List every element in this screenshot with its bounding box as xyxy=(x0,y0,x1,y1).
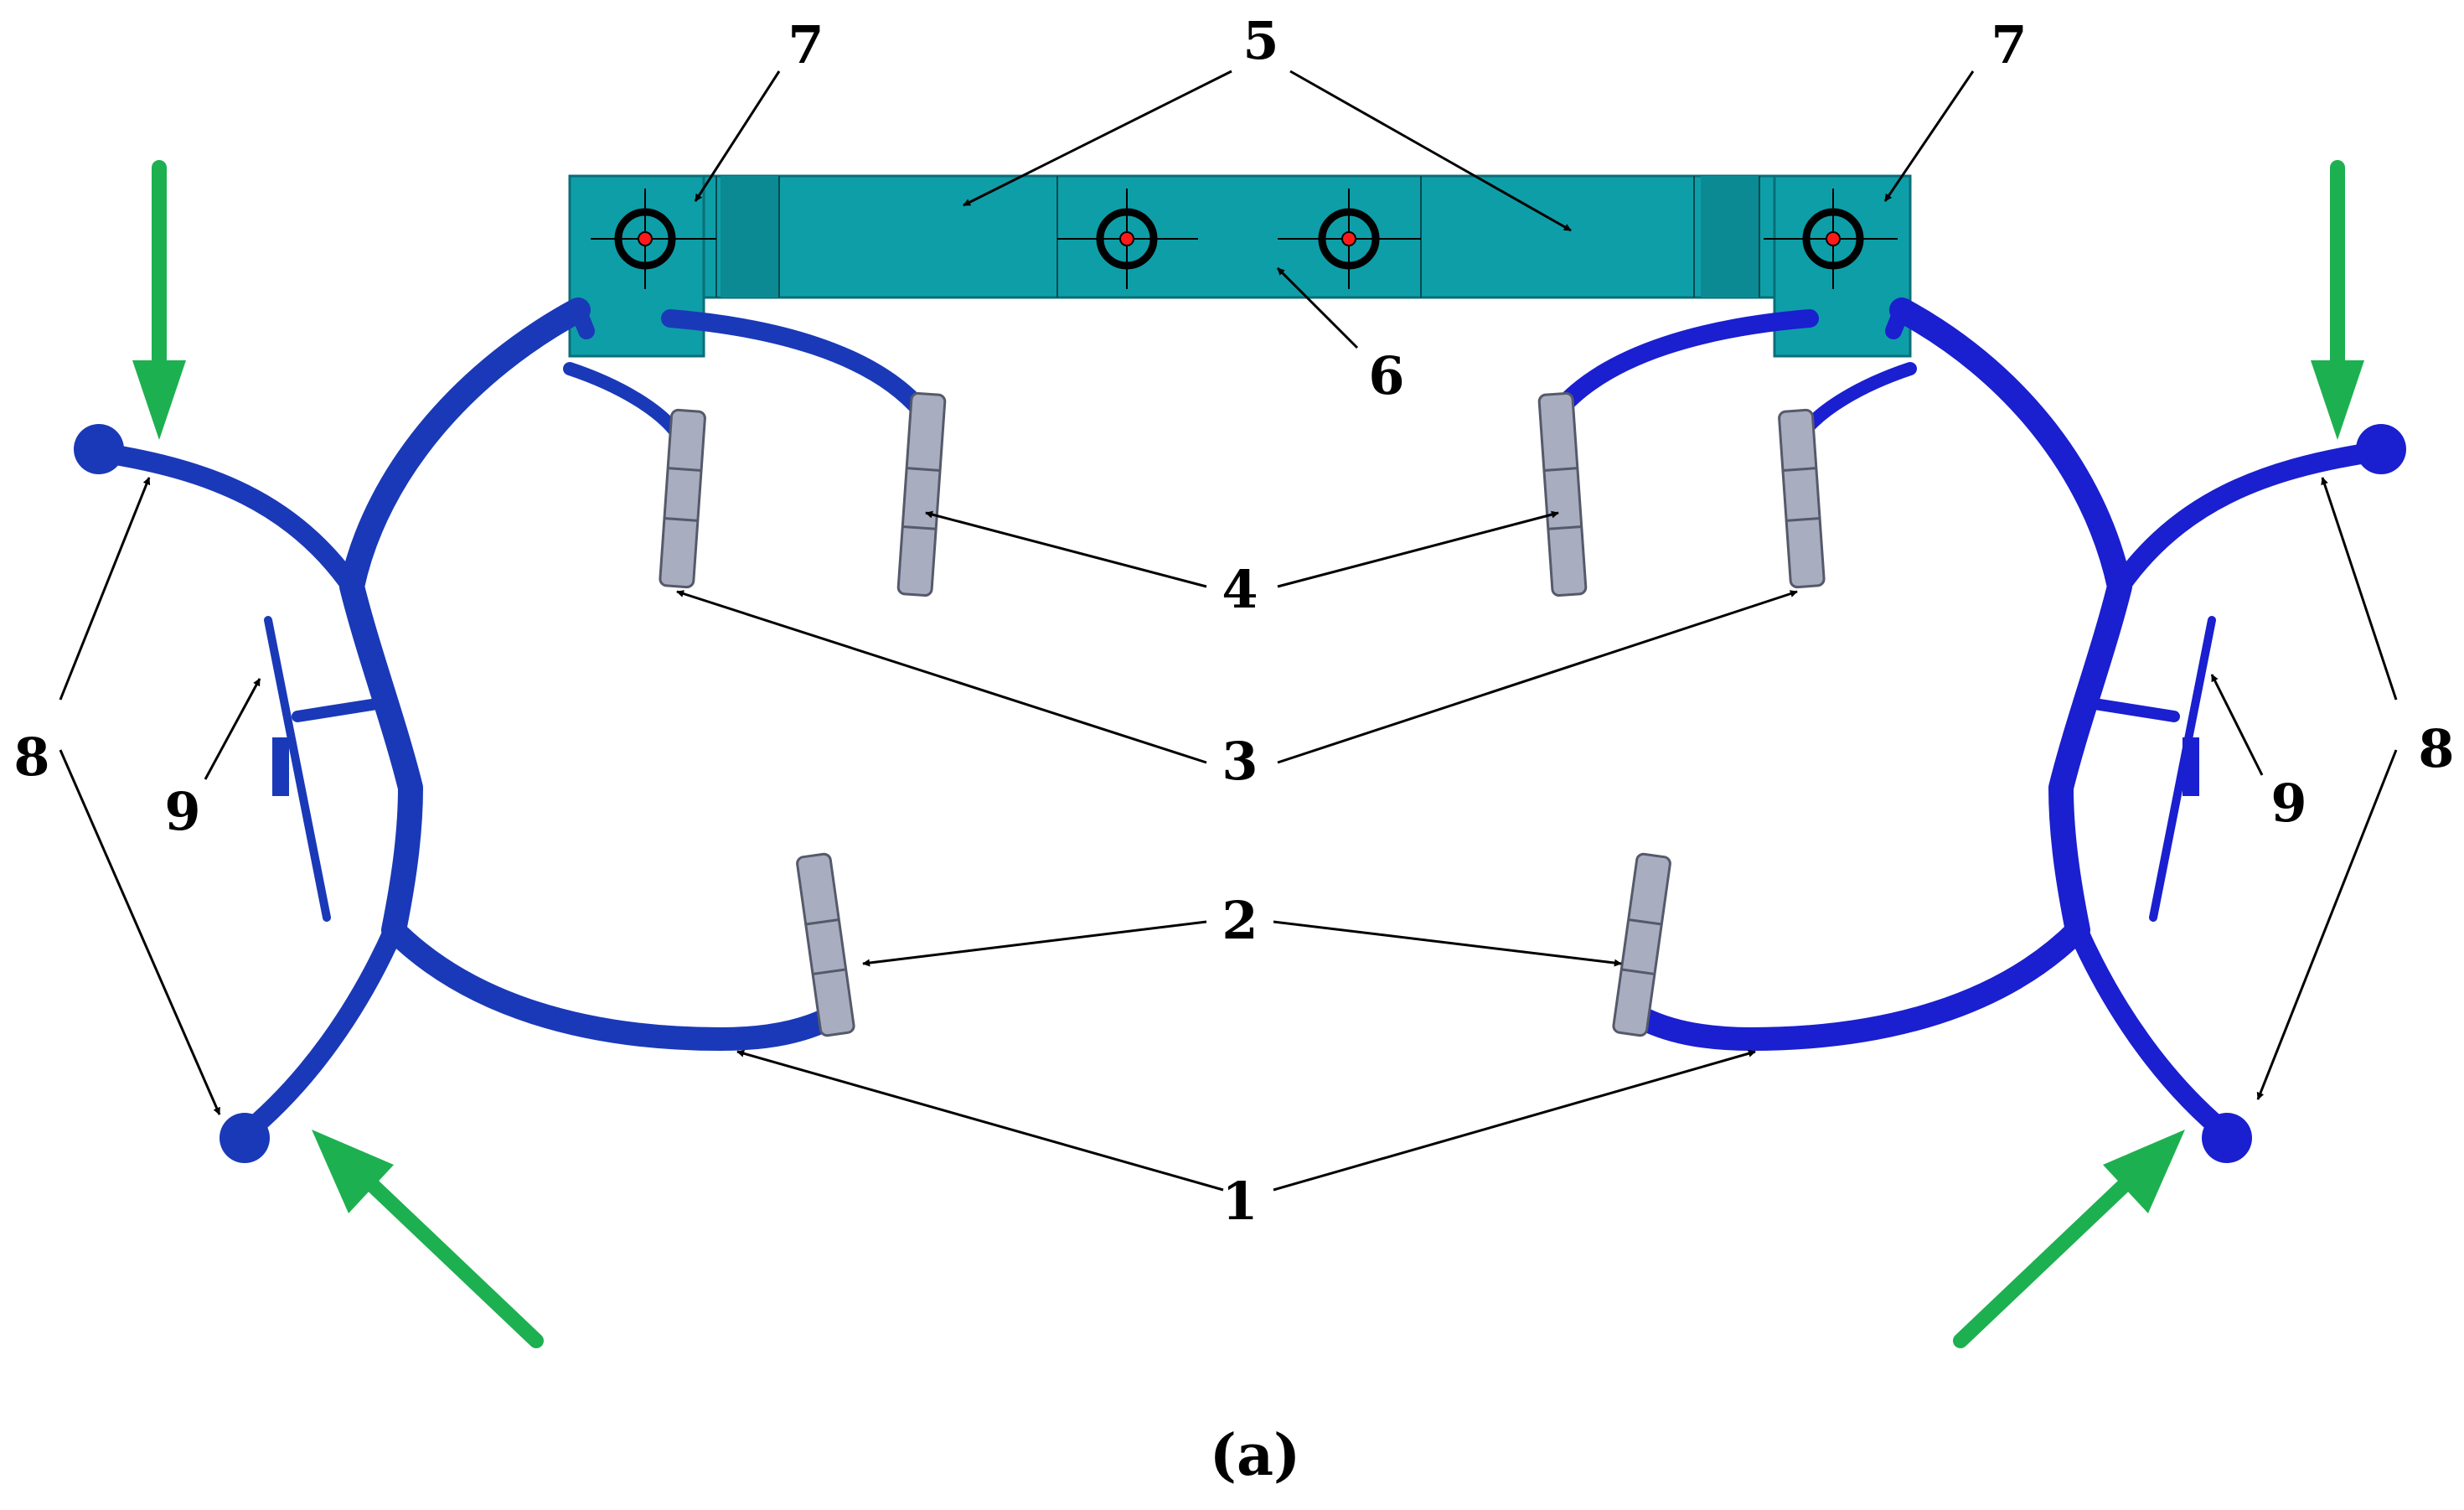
target-icon-center-left xyxy=(1057,189,1198,289)
label-2: 2 xyxy=(1222,890,1258,951)
figure-caption: (a) xyxy=(1210,1422,1300,1489)
left-frame xyxy=(90,297,931,1145)
label-7-left: 7 xyxy=(788,14,824,75)
label-4: 4 xyxy=(1222,559,1258,620)
left-handle-bottom-knob xyxy=(220,1113,270,1163)
label-1: 1 xyxy=(1222,1171,1258,1232)
right-handle-bottom-knob xyxy=(2202,1113,2252,1163)
force-arrow-left-bottom xyxy=(312,1130,544,1348)
label-9-right: 9 xyxy=(2270,773,2306,834)
label-5: 5 xyxy=(1242,10,1278,71)
pad-right-lower xyxy=(1612,852,1671,1037)
force-arrow-right-bottom xyxy=(1953,1130,2185,1348)
force-arrows xyxy=(132,160,2364,1348)
left-handle-top-knob xyxy=(74,424,124,474)
force-arrow-left-top xyxy=(132,160,186,440)
label-6: 6 xyxy=(1368,345,1404,406)
target-icon-right xyxy=(1764,189,1898,289)
label-9-left: 9 xyxy=(164,781,200,842)
label-8-left: 8 xyxy=(13,727,49,788)
label-7-right: 7 xyxy=(1991,14,2027,75)
pad-left-outer-upper xyxy=(659,408,706,589)
right-handle-top-knob xyxy=(2356,424,2406,474)
gripper-pads xyxy=(659,391,1826,1037)
callout-labels: 1 2 3 4 5 6 7 7 8 8 9 9 xyxy=(13,10,2454,1232)
force-arrow-right-top xyxy=(2311,160,2364,440)
pad-left-lower xyxy=(796,852,855,1037)
right-frame xyxy=(1549,297,2381,1145)
target-icon-center-right xyxy=(1278,189,1421,289)
pad-left-inner-upper xyxy=(896,391,947,597)
leader-lines xyxy=(59,70,2398,1192)
label-3: 3 xyxy=(1222,731,1258,792)
target-icon-left xyxy=(591,189,716,289)
target-markers xyxy=(591,189,1898,289)
pad-right-outer-upper xyxy=(1778,408,1826,589)
label-8-right: 8 xyxy=(2418,718,2454,779)
pad-right-inner-upper xyxy=(1537,391,1588,597)
